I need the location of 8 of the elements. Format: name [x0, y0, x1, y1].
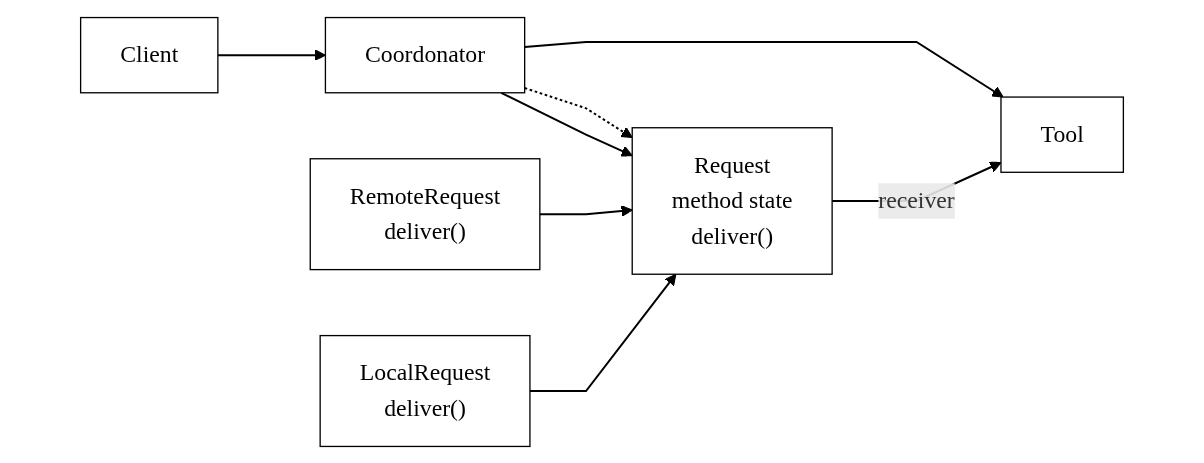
node-box: RemoteRequest deliver() [309, 157, 541, 270]
edge-label: receiver [878, 186, 955, 214]
node-box: Request method state deliver() [631, 126, 833, 275]
node-box: LocalRequest deliver() [319, 334, 531, 447]
node-box: Tool [1000, 95, 1125, 173]
arrow [500, 91, 633, 157]
node-box: Coordonator [324, 16, 526, 93]
node-box: Client [79, 16, 219, 93]
